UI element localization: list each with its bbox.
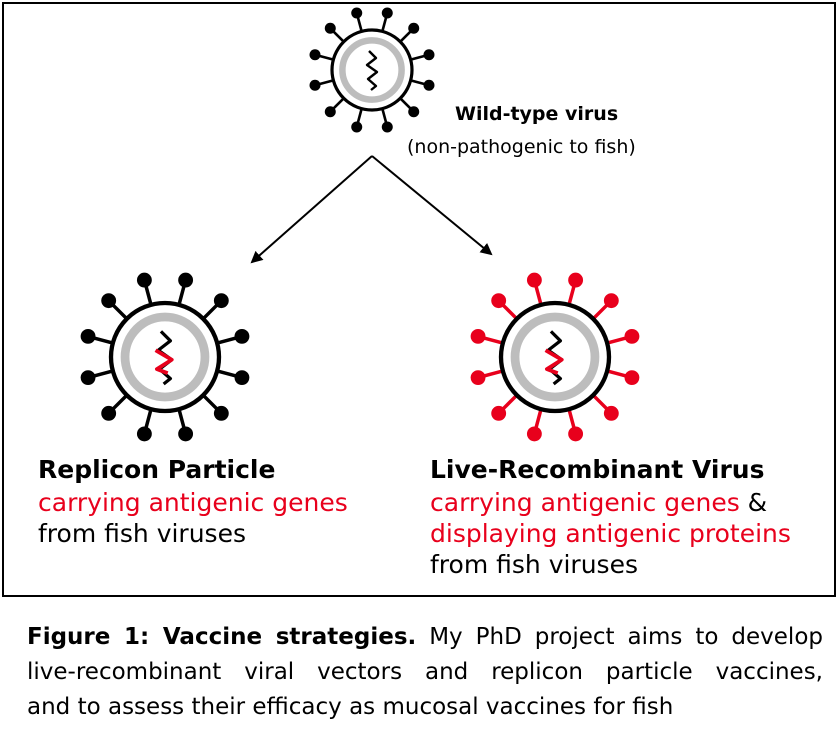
spike-knob	[526, 426, 542, 442]
spike-knob	[309, 79, 321, 91]
replicon-particle-icon	[80, 272, 250, 442]
recombinant-line-1-amp: &	[739, 488, 768, 517]
spike-knob	[324, 106, 336, 118]
spike-knob	[408, 106, 420, 118]
spike-knob	[470, 328, 486, 344]
spike-knob	[178, 426, 194, 442]
antigenic-gene-strand	[154, 348, 174, 375]
spike-knob	[603, 293, 619, 309]
wild-type-virus-icon	[309, 7, 435, 133]
spike-knob	[136, 272, 152, 288]
spike-knob	[491, 405, 507, 421]
replicon-line-1: carrying antigenic genes	[38, 488, 348, 517]
spike-knob	[423, 49, 435, 61]
spike-knob	[624, 328, 640, 344]
spike-knob	[213, 293, 229, 309]
spike-knob	[80, 370, 96, 386]
antigenic-gene-strand	[544, 348, 564, 375]
spike-knob	[234, 328, 250, 344]
spike-knob	[423, 79, 435, 91]
diagram-frame	[2, 2, 836, 597]
spike-knob	[491, 293, 507, 309]
figure-caption: Figure 1: Vaccine strategies. My PhD pro…	[27, 620, 823, 725]
spike-knob	[136, 426, 152, 442]
spike-knob	[381, 121, 393, 133]
spike-knob	[408, 22, 420, 34]
spike-knob	[568, 272, 584, 288]
recombinant-line-3: from fish viruses	[430, 550, 638, 579]
spike-knob	[324, 22, 336, 34]
spike-knob	[234, 370, 250, 386]
spike-knob	[624, 370, 640, 386]
spike-knob	[80, 328, 96, 344]
spike-knob	[381, 7, 393, 19]
recombinant-title: Live-Recombinant Virus	[430, 455, 765, 484]
recombinant-line-1-red: carrying antigenic genes	[430, 488, 740, 517]
caption-bold: Figure 1: Vaccine strategies.	[27, 624, 417, 650]
recombinant-line-1: carrying antigenic genes &	[430, 488, 767, 517]
caption-line-2: live-recombinant viral vectors and repli…	[27, 659, 823, 685]
spike-knob	[526, 272, 542, 288]
spike-knob	[309, 49, 321, 61]
recombinant-line-2: displaying antigenic proteins	[430, 519, 791, 548]
spike-knob	[101, 293, 117, 309]
spike-knob	[470, 370, 486, 386]
spike-knob	[213, 405, 229, 421]
spike-knob	[178, 272, 194, 288]
spike-knob	[351, 121, 363, 133]
caption-line-3: and to assess their efficacy as mucosal …	[27, 694, 674, 720]
wild-type-title: Wild-type virus	[455, 103, 619, 125]
caption-line-1: Figure 1: Vaccine strategies. My PhD pro…	[27, 620, 823, 655]
spike-knob	[101, 405, 117, 421]
arrow-to-recombinant	[371, 155, 493, 256]
capsid-ring	[339, 37, 405, 103]
replicon-title: Replicon Particle	[38, 455, 276, 484]
spike-knob	[351, 7, 363, 19]
replicon-line-2: from fish viruses	[38, 519, 246, 548]
live-recombinant-virus-icon	[470, 272, 640, 442]
spike-knob	[568, 426, 584, 442]
spike-knob	[603, 405, 619, 421]
diagram-graphic	[80, 7, 640, 442]
genome-strand	[365, 50, 379, 91]
caption-line-1-rest: My PhD project aims to develop	[416, 624, 823, 650]
wild-type-subtitle: (non-pathogenic to fish)	[407, 136, 636, 158]
arrow-to-replicon	[250, 155, 373, 264]
